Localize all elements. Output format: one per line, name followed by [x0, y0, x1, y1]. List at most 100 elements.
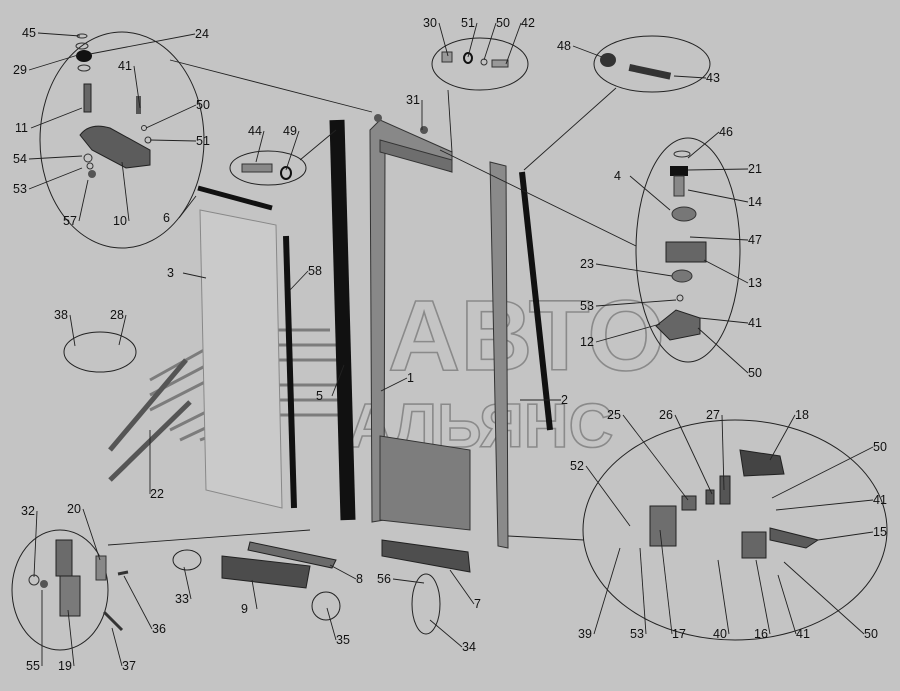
- callout-c5: 5: [316, 364, 345, 403]
- leader-line-c50b: [483, 22, 497, 61]
- leader-line-c8: [329, 564, 357, 580]
- callout-c27: 27: [706, 408, 725, 491]
- callout-label-c37: 37: [122, 659, 136, 673]
- leader-line-c1: [380, 377, 408, 392]
- leader-line-c45: [37, 32, 81, 37]
- callout-c37: 37: [111, 627, 136, 673]
- strip-7: [381, 539, 471, 573]
- callout-label-c58: 58: [308, 264, 322, 278]
- callout-label-c38: 38: [54, 308, 68, 322]
- detail-oval-hinge-upper: [39, 31, 205, 249]
- callout-label-c5: 5: [316, 389, 323, 403]
- callout-c34: 34: [429, 619, 476, 654]
- leader-line-c37: [111, 627, 123, 667]
- callout-label-c40: 40: [713, 627, 727, 641]
- callout-c19: 19: [58, 609, 75, 673]
- callout-c20: 20: [67, 502, 101, 561]
- seal-6: [197, 185, 273, 211]
- callout-label-c17: 17: [672, 627, 686, 641]
- callout-label-c41c: 41: [873, 493, 887, 507]
- callout-label-c20: 20: [67, 502, 81, 516]
- leader-line-c15: [817, 531, 874, 541]
- callout-c46: 46: [687, 125, 733, 159]
- frame-2: [489, 161, 509, 549]
- callout-label-c50d: 50: [873, 440, 887, 454]
- leader-line-c50c: [697, 327, 749, 374]
- leader-line-c47: [689, 236, 749, 241]
- callout-c11: 11: [15, 107, 83, 135]
- callout-label-c34: 34: [462, 640, 476, 654]
- callout-c15: 15: [817, 525, 887, 541]
- callout-label-c15: 15: [873, 525, 887, 539]
- callout-label-c53a: 53: [13, 182, 27, 196]
- callout-c56: 56: [377, 572, 425, 586]
- callout-c50c: 50: [697, 327, 762, 380]
- leader-line-c24: [89, 33, 196, 55]
- callout-c43: 43: [673, 71, 720, 85]
- leader-line-c5: [331, 364, 345, 397]
- callout-label-c10: 10: [113, 214, 127, 228]
- leader-line-c53c: [639, 547, 647, 635]
- leader-line-c18: [769, 414, 796, 461]
- leader-line-c28: [118, 314, 127, 346]
- leader-line-c48: [572, 45, 603, 58]
- callout-c26: 26: [659, 408, 713, 495]
- callout-label-c41d: 41: [796, 627, 810, 641]
- seal-58: [283, 235, 297, 509]
- leader-line-c40: [717, 559, 730, 635]
- callout-c40: 40: [713, 559, 730, 641]
- callout-label-c51a: 51: [196, 134, 210, 148]
- callout-label-c2: 2: [561, 393, 568, 407]
- callout-label-c55: 55: [26, 659, 40, 673]
- callout-c35: 35: [326, 607, 350, 647]
- callout-label-c53b: 53: [580, 299, 594, 313]
- callout-c18: 18: [769, 408, 809, 461]
- leader-line-c4: [629, 175, 671, 211]
- leader-line-c46: [687, 131, 720, 159]
- callout-c28: 28: [110, 308, 127, 346]
- detail-oval-bolt-44: [229, 150, 307, 186]
- leader-line-c11: [30, 107, 83, 129]
- leader-line-c58: [289, 270, 309, 291]
- callout-c50d: 50: [771, 440, 887, 499]
- callout-label-c43: 43: [706, 71, 720, 85]
- callout-label-c54: 54: [13, 152, 27, 166]
- leader-line-c29: [28, 54, 79, 71]
- bracket-19-parts: [28, 539, 129, 632]
- callout-label-c28: 28: [110, 308, 124, 322]
- leader-line-c41c: [775, 499, 874, 511]
- callout-label-c12: 12: [580, 335, 594, 349]
- leader-line-c43: [673, 75, 707, 79]
- callout-c33: 33: [175, 566, 192, 606]
- bolt-set-parts: [441, 51, 509, 68]
- leader-line-c49: [285, 130, 300, 171]
- callout-label-c50a: 50: [196, 98, 210, 112]
- callout-c41d: 41: [777, 574, 810, 641]
- callout-label-c46: 46: [719, 125, 733, 139]
- callout-label-c44: 44: [248, 124, 262, 138]
- callout-c4: 4: [614, 169, 671, 211]
- leader-line-c44: [255, 130, 265, 163]
- lock-parts: [649, 449, 820, 559]
- leader-line-c9: [251, 579, 258, 610]
- leader-line-c42: [505, 22, 522, 65]
- callout-c24: 24: [89, 27, 209, 55]
- detail-oval-hinge-lower: [635, 137, 741, 363]
- callout-label-c1: 1: [407, 371, 414, 385]
- glass-3: [199, 209, 283, 509]
- callout-c16: 16: [754, 559, 771, 641]
- seal-right: [519, 171, 553, 431]
- callout-label-c49: 49: [283, 124, 297, 138]
- callout-c53b: 53: [580, 299, 677, 313]
- callout-c41b: 41: [699, 316, 762, 330]
- detail-oval-34: [411, 573, 441, 635]
- callout-c17: 17: [659, 529, 686, 641]
- callout-c21: 21: [687, 162, 762, 176]
- callout-label-c48: 48: [557, 39, 571, 53]
- door-frame-1: [369, 114, 471, 531]
- leader-line-c20: [82, 508, 101, 561]
- callout-label-c35: 35: [336, 633, 350, 647]
- callout-c13: 13: [703, 259, 762, 290]
- callout-c12: 12: [580, 323, 661, 349]
- callout-c45: 45: [22, 26, 81, 40]
